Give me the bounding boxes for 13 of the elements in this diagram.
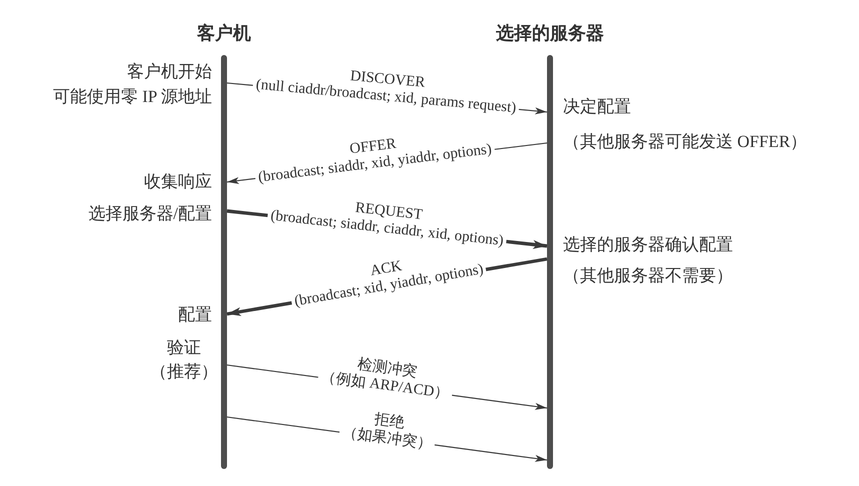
side-note: （推荐） [150, 362, 218, 382]
side-note: 选择服务器/配置 [88, 204, 212, 224]
side-note: 可能使用零 IP 源地址 [53, 87, 212, 107]
lifeline-title: 选择的服务器 [496, 23, 604, 45]
side-note: 客户机开始 [127, 62, 212, 82]
side-note: 决定配置 [563, 97, 631, 117]
side-note: 选择的服务器确认配置 [563, 235, 733, 255]
side-note: 验证 [167, 338, 201, 358]
lifeline-title: 客户机 [197, 23, 251, 45]
side-note: （其他服务器可能发送 OFFER） [563, 132, 808, 152]
side-note: （其他服务器不需要） [563, 266, 733, 286]
side-note: 配置 [178, 305, 212, 325]
side-note: 收集响应 [144, 172, 212, 192]
